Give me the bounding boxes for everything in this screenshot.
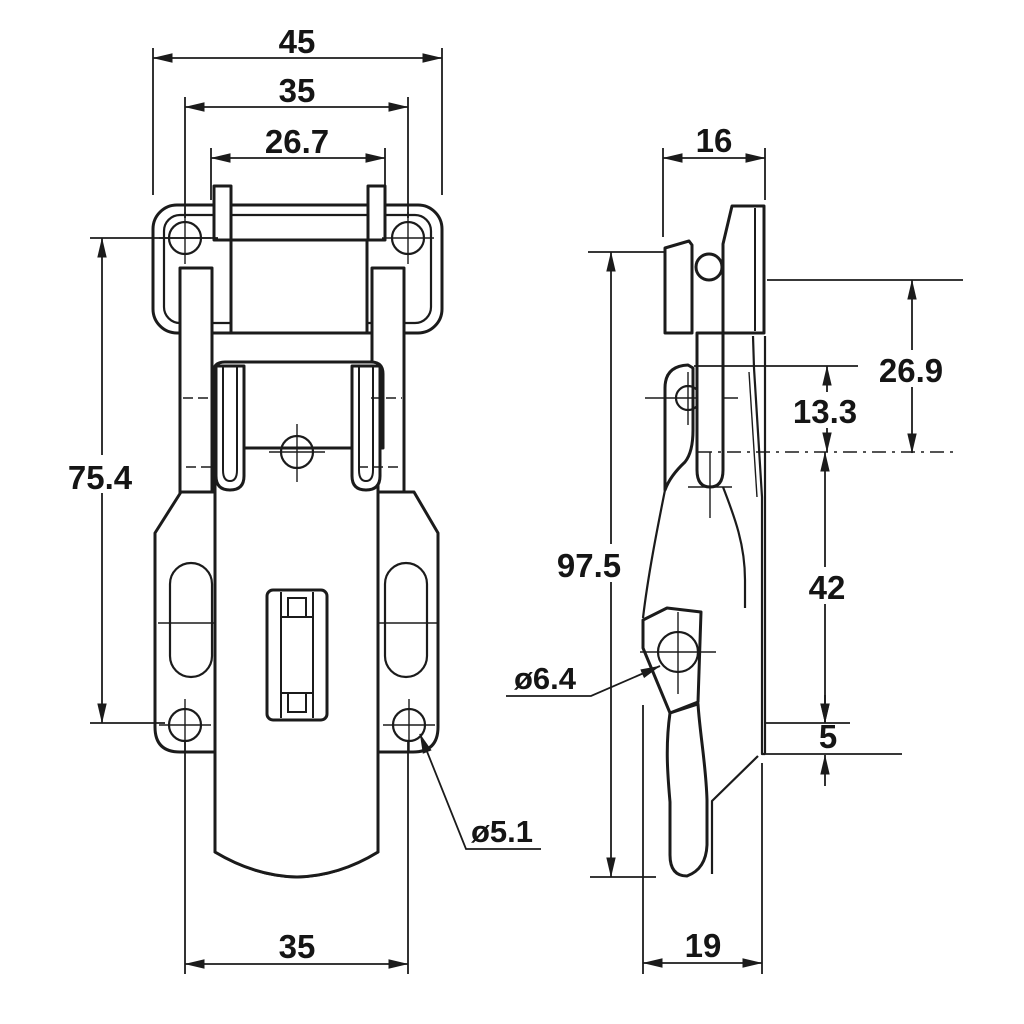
front-catch-notch-top <box>287 597 307 618</box>
dim-side-depth: 16 <box>662 122 766 237</box>
dim-side-foot-step: 5 <box>764 695 902 786</box>
side-eyelet <box>663 363 695 492</box>
dim-label: 13.3 <box>793 393 857 430</box>
front-catch-notch-bottom <box>287 692 307 713</box>
dim-side-overall-height: 97.5 <box>550 251 664 878</box>
dim-label: 5 <box>819 718 837 755</box>
dim-label: ø6.4 <box>514 661 577 696</box>
front-hole-top-right <box>382 212 434 264</box>
dim-label: 35 <box>279 928 316 965</box>
dim-front-overall-width: 45 <box>152 23 443 195</box>
front-catch <box>265 588 329 722</box>
front-strap-right <box>350 364 382 492</box>
dim-label: 97.5 <box>557 547 621 584</box>
front-lever-upper-panel <box>229 238 369 335</box>
side-foot <box>665 702 709 878</box>
dim-front-bottom-spacing: 35 <box>184 742 409 974</box>
side-pin <box>694 252 724 282</box>
dim-label: 26.9 <box>879 352 943 389</box>
dim-front-height: 75.4 <box>60 237 218 724</box>
dim-side-hole-span: 42 <box>802 451 850 724</box>
side-hole-lower <box>640 612 716 694</box>
dim-side-hole-diameter: ø6.4 <box>506 661 661 697</box>
dim-front-hole-diameter: ø5.1 <box>419 733 541 850</box>
side-arm-left-edge <box>641 489 667 619</box>
side-plate-foot-slant <box>710 755 759 874</box>
dim-label: 19 <box>685 927 722 964</box>
dim-side-upper-height: 26.9 <box>767 279 963 454</box>
side-plate-inner-line <box>748 371 758 498</box>
front-strap-right-wire <box>358 366 374 483</box>
side-view <box>640 204 958 878</box>
dim-front-hole-spacing: 35 <box>184 72 409 218</box>
dim-label: 35 <box>279 72 316 109</box>
side-keeper-plate <box>663 239 694 335</box>
front-lever-body <box>211 360 385 450</box>
side-arm-right-edge <box>721 486 747 608</box>
dim-label: 16 <box>696 122 733 159</box>
front-view <box>151 184 444 879</box>
front-hole-bottom-right <box>383 699 435 751</box>
dim-front-inner-width: 26.7 <box>210 123 386 200</box>
side-lower-plate <box>641 606 703 715</box>
front-slot-right <box>383 561 429 679</box>
front-slot-left <box>168 561 214 679</box>
front-strap-left-wire <box>222 366 238 483</box>
front-strap-left <box>214 364 246 492</box>
dim-side-base-depth: 19 <box>642 705 763 974</box>
side-plate-face <box>751 335 767 756</box>
dim-side-eyelet-offset: 13.3 <box>694 365 861 453</box>
dim-label: 75.4 <box>68 459 133 496</box>
front-bail-arm-left <box>178 266 214 500</box>
dim-label: ø5.1 <box>471 814 533 849</box>
dim-label: 42 <box>809 569 846 606</box>
dim-label: 45 <box>279 23 316 60</box>
front-hinge-tab-right <box>366 184 387 242</box>
side-lever-horn <box>721 204 766 335</box>
dim-label: 26.7 <box>265 123 329 160</box>
front-hinge-tab-left <box>212 184 233 242</box>
